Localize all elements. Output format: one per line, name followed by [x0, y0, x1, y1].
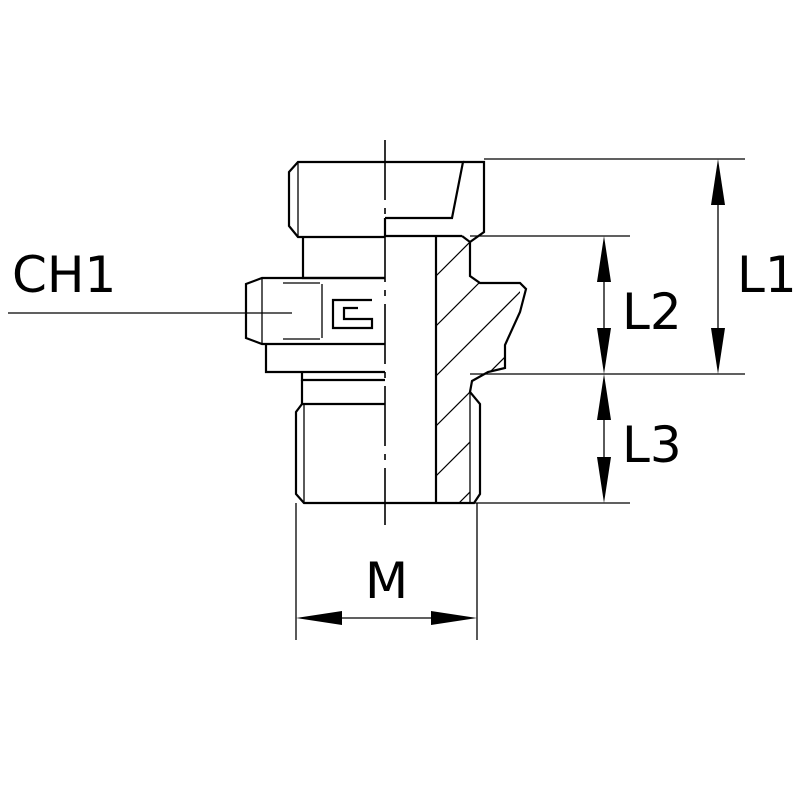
dimension-l1 [470, 158, 745, 375]
label-l3: L3 [622, 416, 682, 474]
section-hatching [436, 236, 520, 503]
fitting-outline-left [244, 160, 385, 505]
dimension-l3 [474, 374, 630, 504]
dimension-l2 [470, 235, 630, 374]
label-l1: L1 [737, 246, 797, 304]
label-l2: L2 [622, 283, 682, 341]
label-m: M [365, 552, 408, 610]
fitting-section-right [383, 160, 528, 505]
dimension-m [295, 503, 478, 640]
label-ch1: CH1 [12, 246, 116, 304]
manufacturer-logo [328, 296, 380, 332]
